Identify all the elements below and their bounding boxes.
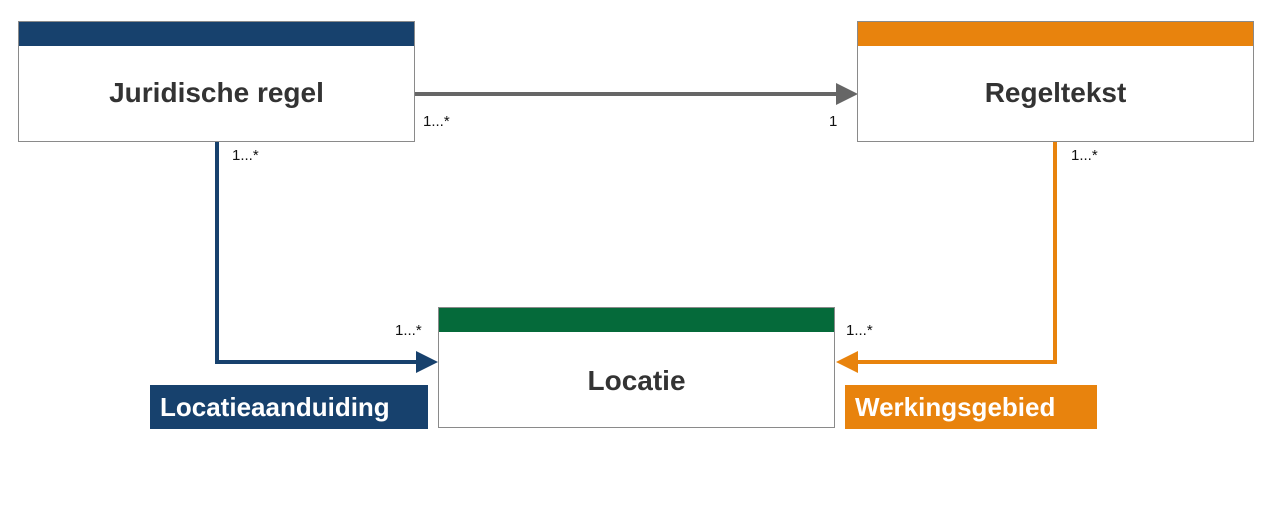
juridische-regel-title: Juridische regel — [109, 77, 324, 108]
regeltekst-title: Regeltekst — [984, 77, 1127, 108]
locatie-title: Locatie — [587, 365, 686, 396]
werkingsgebied-tag: Werkingsgebied — [845, 385, 1097, 429]
juridische-regel-header-bar — [19, 22, 414, 46]
jr-to-loc-target-multiplicity: 1...* — [395, 322, 422, 339]
locatieaanduiding-line — [215, 142, 418, 364]
regeltekst-box: Regeltekst — [857, 21, 1254, 142]
rt-to-loc-target-multiplicity: 1...* — [846, 322, 873, 339]
jr-to-rt-target-multiplicity: 1 — [829, 113, 838, 130]
jr-to-loc-source-multiplicity: 1...* — [232, 147, 259, 164]
werkingsgebied-arrowhead — [836, 351, 858, 373]
werkingsgebied-line — [856, 142, 1057, 364]
jr-to-rt-source-multiplicity: 1...* — [423, 113, 450, 130]
juridische-regel-box: Juridische regel — [18, 21, 415, 142]
rt-to-loc-source-multiplicity: 1...* — [1071, 147, 1098, 164]
locatieaanduiding-tag: Locatieaanduiding — [150, 385, 428, 429]
locatie-box: Locatie — [438, 307, 835, 428]
locatieaanduiding-arrowhead — [416, 351, 438, 373]
jr-to-rt-arrowhead — [836, 83, 858, 105]
locatie-header-bar — [439, 308, 834, 332]
regeltekst-header-bar — [858, 22, 1253, 46]
